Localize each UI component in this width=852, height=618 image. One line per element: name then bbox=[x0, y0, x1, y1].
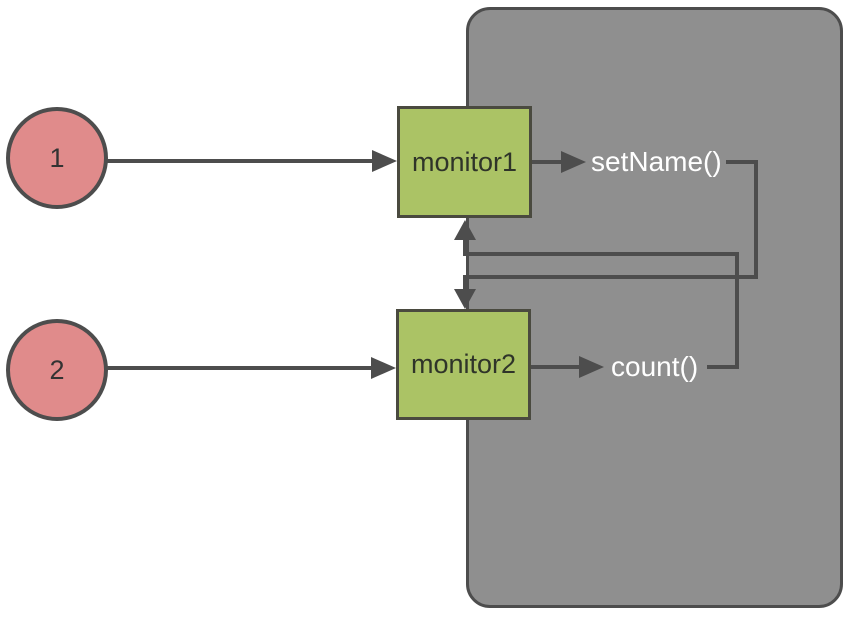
node-start-2[interactable]: 2 bbox=[6, 319, 108, 421]
edge-setname-monitor2-seg-down[interactable] bbox=[754, 160, 758, 279]
edge-monitor1-setname-arrowhead bbox=[561, 151, 586, 173]
method-setname-label[interactable]: setName() bbox=[591, 146, 722, 177]
edge-monitor1-setname[interactable] bbox=[532, 160, 562, 164]
edge-monitor2-count-arrowhead bbox=[579, 356, 604, 378]
node-monitor1-label: monitor1 bbox=[411, 146, 518, 177]
edge-start1-monitor1[interactable] bbox=[107, 159, 373, 163]
node-monitor2[interactable]: monitor2 bbox=[396, 309, 531, 420]
edge-setname-monitor2-seg-shaft[interactable] bbox=[463, 277, 467, 291]
node-monitor1[interactable]: monitor1 bbox=[397, 106, 532, 218]
edge-setname-monitor2-arrowhead bbox=[454, 289, 476, 309]
edge-setname-monitor2-seg-left[interactable] bbox=[463, 275, 758, 279]
edge-count-monitor1-seg-left[interactable] bbox=[463, 252, 739, 256]
edge-count-monitor1-seg-shaft[interactable] bbox=[463, 238, 467, 254]
node-start-1-label: 1 bbox=[49, 142, 65, 173]
edge-start2-monitor2-arrowhead bbox=[371, 357, 396, 379]
node-start-2-label: 2 bbox=[49, 354, 65, 385]
edge-count-monitor1-seg-up[interactable] bbox=[735, 252, 739, 369]
container-panel[interactable] bbox=[466, 7, 843, 608]
edge-setname-monitor2-seg-right[interactable] bbox=[726, 160, 758, 164]
edge-count-monitor1-seg-right[interactable] bbox=[707, 365, 739, 369]
method-count-label[interactable]: count() bbox=[611, 351, 699, 382]
node-monitor2-label: monitor2 bbox=[410, 349, 517, 379]
edge-start2-monitor2[interactable] bbox=[107, 366, 372, 370]
edge-monitor2-count[interactable] bbox=[531, 365, 580, 369]
edge-count-monitor1-arrowhead bbox=[454, 220, 476, 240]
node-start-1[interactable]: 1 bbox=[6, 107, 108, 209]
edge-start1-monitor1-arrowhead bbox=[372, 150, 397, 172]
